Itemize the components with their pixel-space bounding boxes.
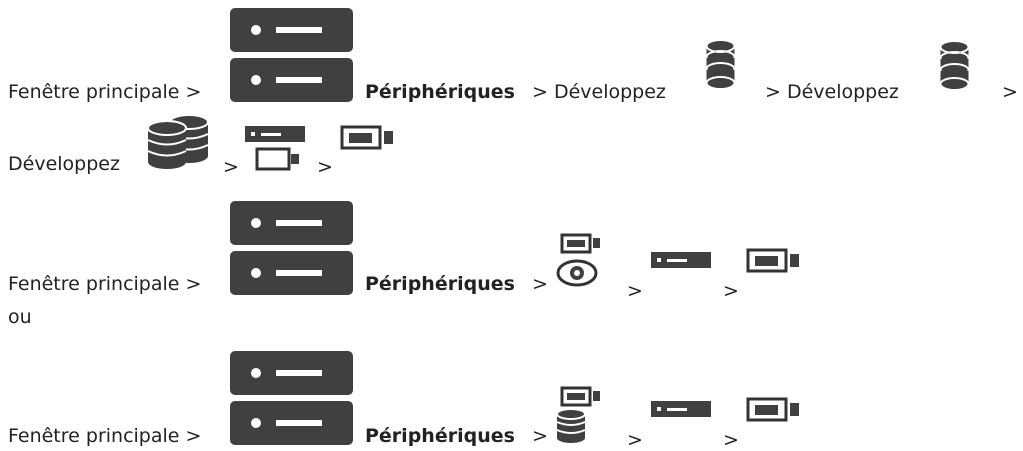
storage-pool-icon [147,114,209,169]
devices-label: Périphériques [365,273,515,295]
camera-icon [746,248,799,273]
main-window-label: Fenêtre principale > [8,425,202,447]
encoder-icon [651,252,711,268]
devices-icon [230,8,353,102]
separator: > [723,280,739,302]
separator: > [532,273,548,295]
devices-label: Périphériques [365,81,515,103]
encoder-icon [651,401,711,417]
storage-database-icon [939,40,970,91]
separator: > [317,156,333,178]
separator: > [723,429,739,451]
separator-expand: > Développez [765,81,899,103]
encoder-icon [245,126,305,171]
storage-database-icon [705,39,736,90]
separator: > [627,280,643,302]
expand-label: Développez [8,153,120,175]
separator: > [532,425,548,447]
separator: > [627,429,643,451]
separator: > [223,156,239,178]
devices-icon [230,201,353,295]
main-window-label: Fenêtre principale > [8,81,202,103]
main-window-label: Fenêtre principale > [8,273,202,295]
camera-icon [340,125,393,150]
devices-icon [230,351,353,445]
separator-expand: > Développez [532,81,666,103]
camera-icon [746,397,799,422]
camera-eye-icon [556,233,600,287]
separator: > [1002,81,1018,103]
devices-label: Périphériques [365,425,515,447]
or-label: ou [8,306,32,328]
camera-storage-icon [556,386,600,443]
